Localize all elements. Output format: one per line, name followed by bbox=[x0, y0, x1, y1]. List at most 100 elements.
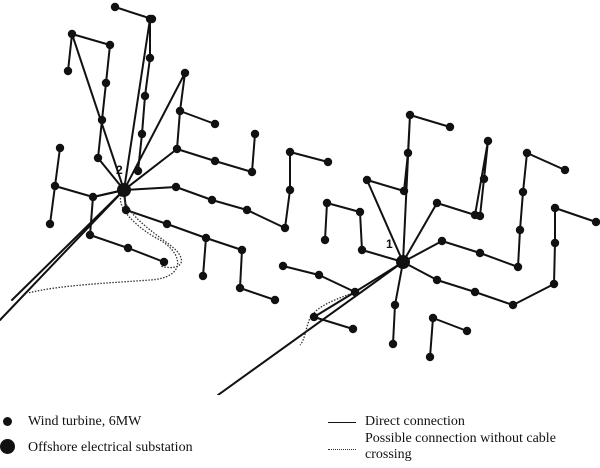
wind-turbine bbox=[357, 245, 367, 255]
wind-turbine bbox=[285, 147, 295, 157]
wind-turbine bbox=[147, 14, 157, 24]
cable-segment bbox=[432, 317, 468, 332]
wind-turbine bbox=[515, 225, 525, 235]
cable-segment bbox=[429, 317, 434, 358]
wind-turbine bbox=[88, 192, 98, 202]
wind-turbine bbox=[121, 205, 131, 215]
wind-turbine bbox=[210, 156, 220, 166]
cable-segment bbox=[123, 18, 151, 191]
cable-segment bbox=[402, 140, 489, 263]
wind-turbine bbox=[180, 68, 190, 78]
wind-turbine bbox=[323, 157, 333, 167]
wind-turbine bbox=[425, 352, 435, 362]
possible-connections bbox=[27, 189, 356, 346]
cable-segment bbox=[217, 261, 404, 395]
wind-turbine bbox=[198, 271, 208, 281]
wind-turbine bbox=[508, 300, 518, 310]
wind-turbine bbox=[85, 230, 95, 240]
wind-turbine bbox=[475, 211, 485, 221]
wind-turbine bbox=[362, 175, 372, 185]
wind-turbine bbox=[320, 235, 330, 245]
wind-turbine bbox=[133, 166, 143, 176]
wind-turbine bbox=[97, 115, 107, 125]
wind-turbine bbox=[475, 248, 485, 258]
wind-turbine bbox=[405, 110, 415, 120]
wind-turbine bbox=[399, 186, 409, 196]
wind-turbine bbox=[432, 198, 442, 208]
wind-turbine bbox=[322, 198, 332, 208]
wind-turbine bbox=[105, 40, 115, 50]
cable-segment bbox=[179, 110, 216, 125]
substation-legend-label: Offshore electrical substation bbox=[28, 440, 193, 455]
wind-turbine bbox=[110, 2, 120, 12]
wind-turbine bbox=[403, 148, 413, 158]
substation-label-2: 2 bbox=[116, 163, 123, 177]
wind-turbine bbox=[159, 257, 169, 267]
direct-connection-legend-line bbox=[328, 422, 356, 423]
wind-turbine bbox=[470, 287, 480, 297]
wind-turbine bbox=[93, 153, 103, 163]
wind-turbine bbox=[388, 339, 398, 349]
wind-turbine bbox=[101, 78, 111, 88]
wind-turbine bbox=[348, 324, 358, 334]
possible-cable-route bbox=[299, 291, 356, 346]
wind-turbine bbox=[549, 279, 559, 289]
turbines bbox=[45, 2, 600, 362]
wind-turbine bbox=[591, 217, 600, 227]
wind-turbine bbox=[237, 245, 247, 255]
wind-turbine bbox=[560, 165, 570, 175]
wind-turbine bbox=[522, 148, 532, 158]
possible-cable-route bbox=[123, 189, 183, 269]
wind-turbine bbox=[462, 326, 472, 336]
wind-turbine bbox=[390, 300, 400, 310]
wind-turbine bbox=[309, 312, 319, 322]
wind-turbine bbox=[518, 187, 528, 197]
direct-connection-legend-label: Direct connection bbox=[365, 414, 465, 429]
possible-connection-legend-label: Possible connection without cable crossi… bbox=[365, 431, 556, 462]
cable-segment bbox=[402, 207, 597, 306]
wind-turbine bbox=[250, 129, 260, 139]
wind-turbine bbox=[67, 29, 77, 39]
wind-turbine bbox=[145, 53, 155, 63]
substation-1 bbox=[396, 255, 410, 269]
substations bbox=[117, 183, 410, 269]
wind-turbine bbox=[55, 143, 65, 153]
wind-turbine bbox=[513, 262, 523, 272]
wind-farm-layout-diagram: 2 1 bbox=[0, 2, 600, 395]
possible-connection-legend-line bbox=[328, 449, 356, 450]
wind-turbine bbox=[242, 205, 252, 215]
cable-segment bbox=[409, 114, 451, 128]
cable-segment bbox=[71, 33, 125, 191]
wind-turbine bbox=[137, 129, 147, 139]
wind-turbine bbox=[428, 313, 438, 323]
wind-turbine bbox=[207, 195, 217, 205]
wind-turbine bbox=[201, 233, 211, 243]
wind-turbine bbox=[63, 66, 73, 76]
wind-turbine bbox=[278, 261, 288, 271]
wind-turbine bbox=[140, 91, 150, 101]
substation-label-1: 1 bbox=[386, 237, 393, 251]
wind-turbine bbox=[350, 287, 360, 297]
cable-segment bbox=[67, 33, 73, 72]
turbine-legend-label: Wind turbine, 6MW bbox=[28, 414, 142, 429]
wind-turbine bbox=[285, 185, 295, 195]
cable-segment bbox=[114, 6, 153, 20]
wind-turbine bbox=[235, 283, 245, 293]
wind-turbine bbox=[445, 122, 455, 132]
wind-turbine bbox=[280, 223, 290, 233]
wind-turbine bbox=[45, 219, 55, 229]
cable-segment bbox=[54, 147, 94, 198]
turbine-legend-marker bbox=[3, 417, 12, 426]
wind-turbine bbox=[314, 270, 324, 280]
cable-segment bbox=[49, 185, 56, 225]
cable-segment bbox=[123, 151, 329, 229]
cable-segment bbox=[402, 152, 566, 268]
wind-turbine bbox=[175, 106, 185, 116]
cable-segment bbox=[123, 133, 256, 191]
wind-turbine bbox=[123, 243, 133, 253]
wind-turbine bbox=[437, 236, 447, 246]
wind-turbine bbox=[50, 181, 60, 191]
cable-segment bbox=[205, 237, 276, 301]
wind-turbine bbox=[550, 203, 560, 213]
cable-segment bbox=[123, 72, 186, 191]
